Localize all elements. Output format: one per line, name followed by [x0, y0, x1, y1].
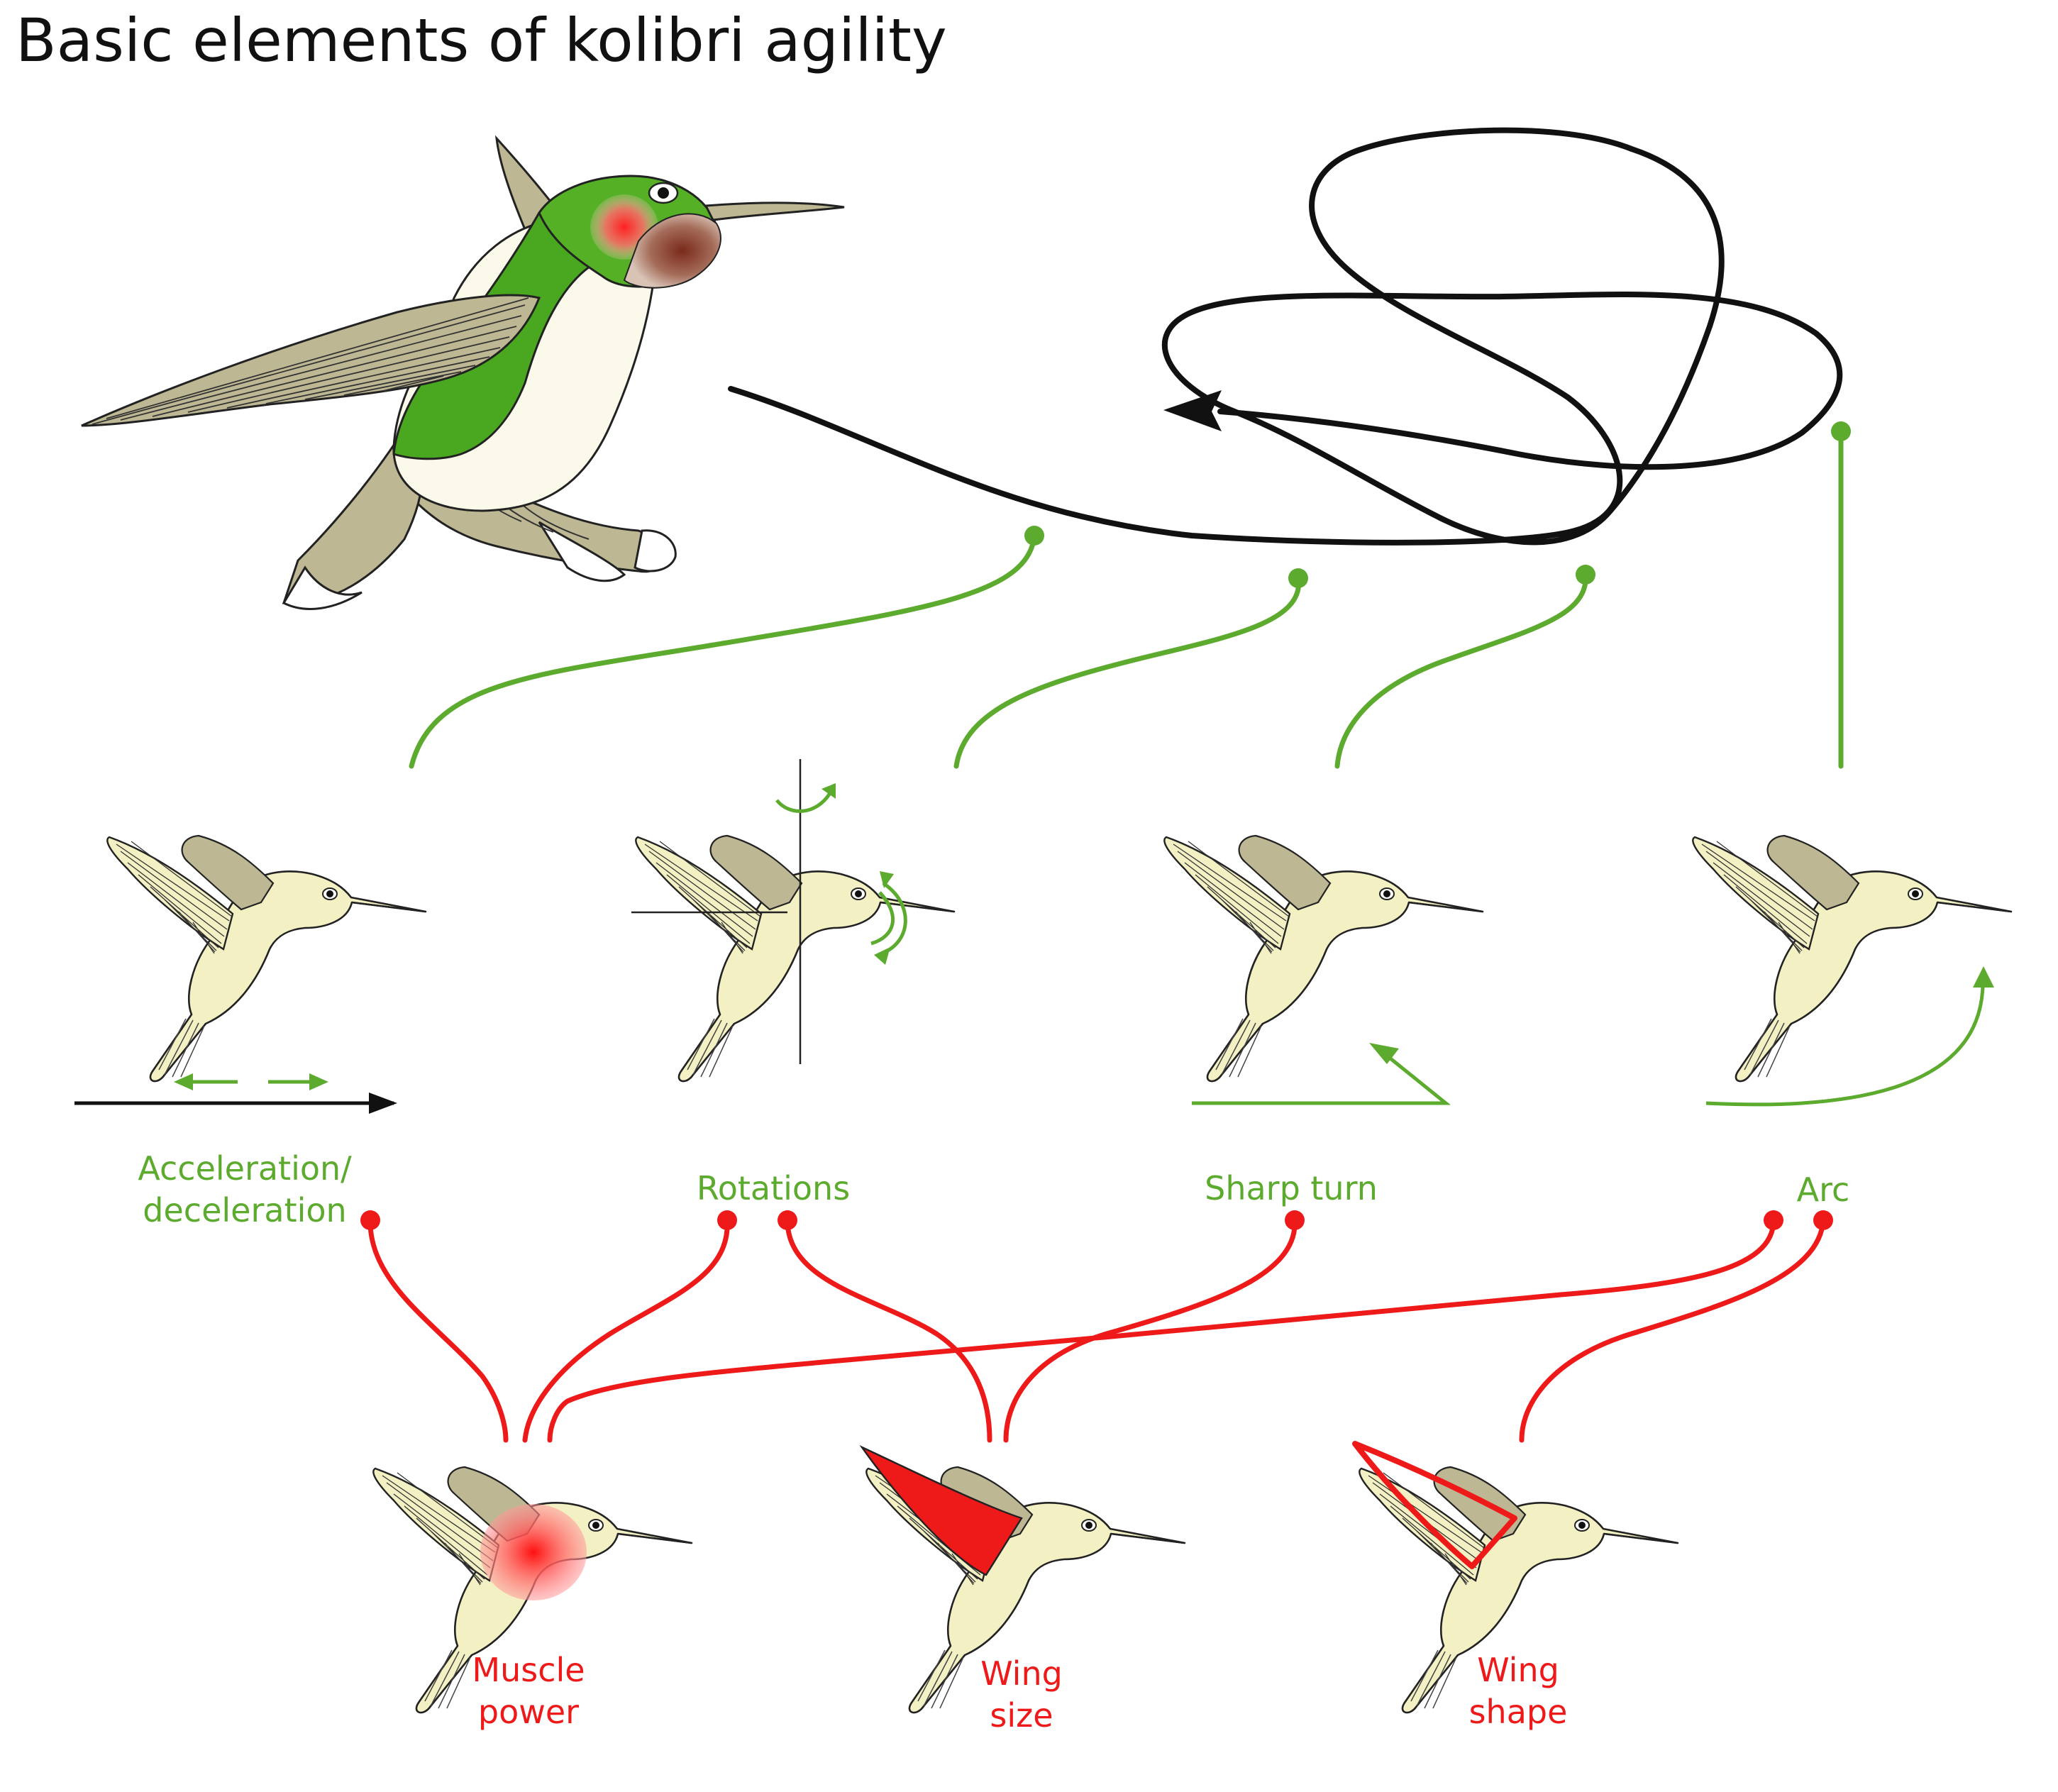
maneuver-bird-sharp-turn	[1163, 834, 1484, 1083]
wing-size-highlight	[859, 1445, 1023, 1576]
label-wing-size-line2: size	[990, 1696, 1053, 1735]
connector-sharp-turn	[1334, 572, 1588, 769]
anchor-dot-arc	[1831, 421, 1851, 441]
label-rotations: Rotations	[696, 1169, 851, 1207]
connector-acceleration-muscle	[367, 1217, 509, 1443]
label-muscle-power: Muscle power	[433, 1649, 624, 1733]
page-title: Basic elements of kolibri agility	[16, 6, 947, 75]
label-acceleration: Acceleration/ deceleration	[106, 1148, 383, 1232]
label-wing-shape: Wing shape	[1419, 1649, 1617, 1733]
arc-arrow	[1705, 966, 1994, 1107]
factor-bird-wing-size	[859, 1445, 1186, 1714]
sharp-turn-arrow	[1192, 1043, 1451, 1105]
acceleration-arrows	[74, 1073, 397, 1114]
rotation-axes	[631, 759, 907, 1064]
connector-rotations-wingsize	[785, 1217, 992, 1443]
connector-arc-muscle	[547, 1217, 1776, 1443]
muscle-highlight	[480, 1504, 587, 1600]
label-acceleration-line1: Acceleration/	[138, 1149, 352, 1188]
label-arc: Arc	[1796, 1171, 1850, 1209]
connector-sharpturn-wingsize	[1003, 1217, 1298, 1443]
connector-rotations	[953, 575, 1301, 769]
connector-rotations-muscle	[522, 1217, 730, 1443]
anchor-dot-rotations	[1288, 568, 1308, 588]
main-hummingbird-illustration	[81, 135, 845, 610]
maneuver-connectors	[409, 428, 1844, 769]
label-muscle-power-line2: power	[477, 1692, 580, 1731]
label-wing-shape-line1: Wing	[1477, 1651, 1559, 1689]
trajectory-anchor-dots	[1024, 421, 1851, 588]
label-wing-shape-line2: shape	[1468, 1692, 1568, 1731]
anchor-dot-sharp-turn	[1576, 565, 1595, 585]
flight-trajectory-line	[728, 127, 1843, 546]
maneuver-bird-rotations	[635, 834, 956, 1083]
maneuver-bird-acceleration	[106, 834, 427, 1083]
connector-acceleration	[409, 533, 1037, 769]
factor-bird-wing-shape	[1352, 1441, 1679, 1714]
wing-shape-outline	[1352, 1441, 1517, 1569]
anchor-dot-acceleration	[1024, 526, 1044, 546]
factor-connectors	[367, 1217, 1826, 1443]
label-acceleration-line2: deceleration	[143, 1190, 347, 1229]
trajectory-arrowhead	[1163, 390, 1222, 431]
factor-anchor-dots	[360, 1210, 1833, 1230]
label-muscle-power-line1: Muscle	[472, 1651, 585, 1689]
connector-arc-wingshape	[1519, 1217, 1826, 1443]
label-sharp-turn: Sharp turn	[1205, 1169, 1378, 1207]
label-wing-size: Wing size	[922, 1653, 1121, 1737]
label-wing-size-line1: Wing	[980, 1654, 1063, 1693]
